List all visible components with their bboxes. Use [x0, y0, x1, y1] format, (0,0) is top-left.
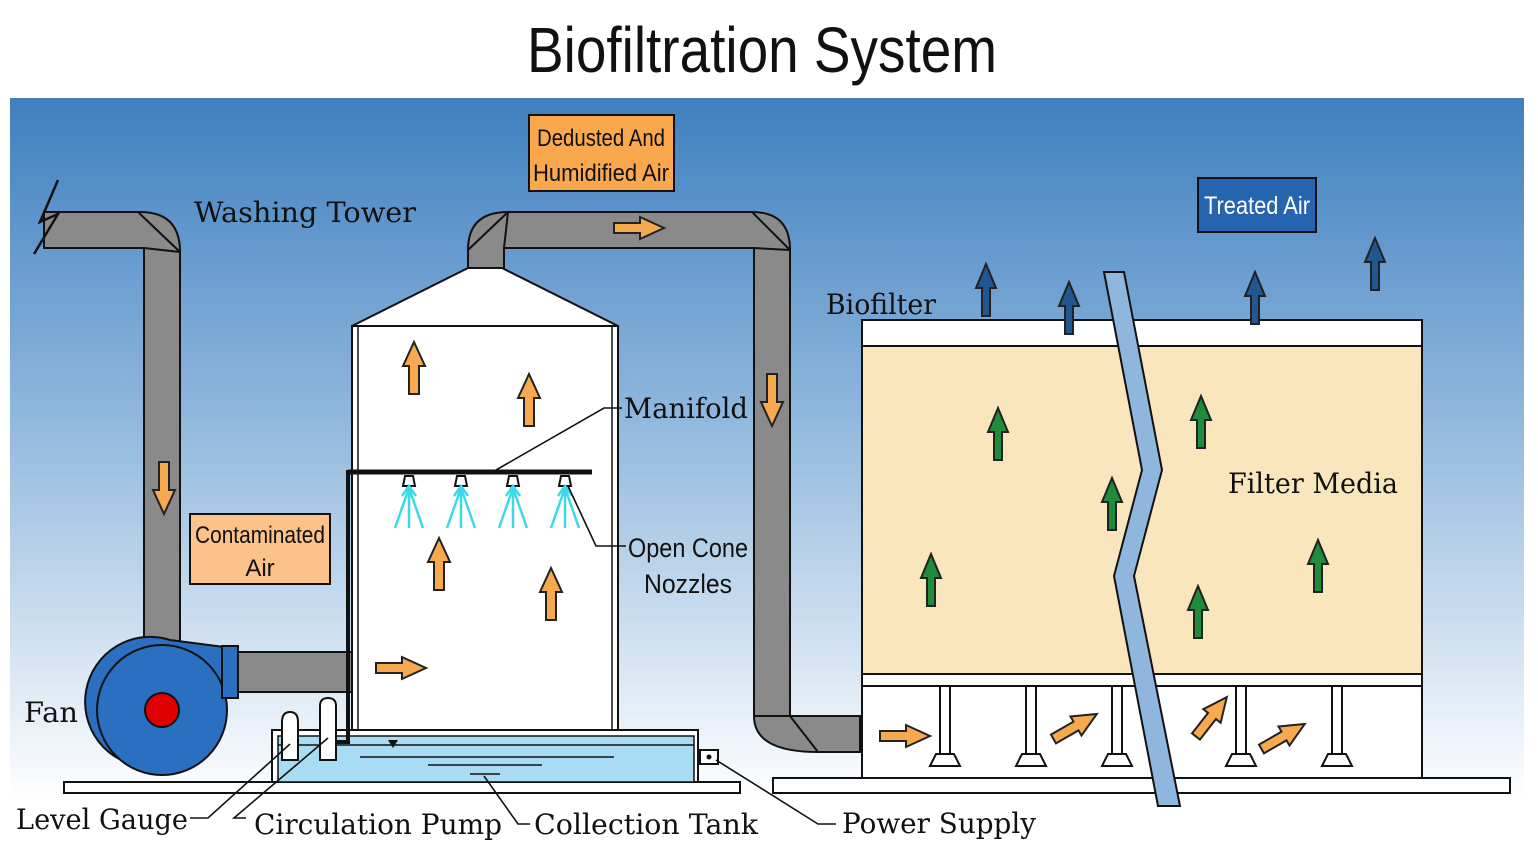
level-gauge [281, 710, 299, 761]
contaminated-air-line2: Air [245, 555, 274, 582]
power-supply-label: Power Supply [842, 807, 1036, 840]
transfer-duct [467, 211, 861, 753]
level-gauge-label: Level Gauge [16, 803, 188, 836]
treated-air-label: Treated Air [1204, 192, 1310, 220]
biofilter-supports [928, 685, 1354, 767]
contaminated-air-box: Contaminated Air [189, 513, 331, 585]
fan-outlet-duct [237, 651, 357, 693]
ground-slab-right [772, 777, 1511, 794]
biofilter-label: Biofilter [826, 288, 937, 321]
nozzles-label: Nozzles [644, 569, 732, 599]
dedusted-air-line1: Dedusted And [537, 125, 665, 152]
dedusted-air-line2: Humidified Air [533, 160, 669, 187]
leader-lines [190, 407, 836, 825]
break-band [1102, 271, 1182, 807]
fan-hub-icon [144, 692, 180, 728]
page-title: Biofiltration System [527, 14, 997, 86]
filter-media-label: Filter Media [1228, 467, 1398, 500]
inlet-duct [43, 211, 181, 701]
circulation-pump [319, 696, 337, 761]
ground-slab-left [63, 781, 741, 794]
circulation-pump-label: Circulation Pump [254, 808, 502, 841]
open-cone-label: Open Cone [628, 533, 748, 563]
contaminated-air-line1: Contaminated [195, 522, 325, 549]
collection-tank-label: Collection Tank [534, 808, 759, 841]
fan [84, 635, 239, 776]
washing-tower-label: Washing Tower [194, 196, 417, 229]
treated-air-box: Treated Air [1197, 177, 1317, 233]
break-mark-icon [32, 179, 62, 255]
manifold-label: Manifold [624, 392, 748, 425]
fan-label: Fan [24, 696, 78, 729]
dedusted-air-box: Dedusted And Humidified Air [528, 114, 675, 192]
